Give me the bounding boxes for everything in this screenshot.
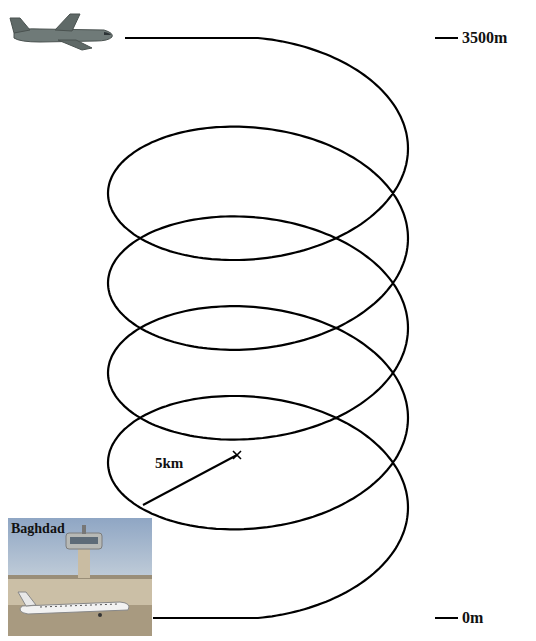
altitude-tick bbox=[435, 617, 458, 619]
spiral-flight-path bbox=[108, 38, 408, 618]
airport-picture bbox=[8, 518, 152, 636]
center-mark bbox=[233, 451, 241, 459]
altitude-label: 3500m bbox=[462, 30, 507, 46]
altitude-tick bbox=[435, 37, 458, 39]
radius-label: 5km bbox=[153, 456, 185, 471]
airport-name: Baghdad bbox=[11, 522, 65, 536]
radius-line bbox=[143, 455, 237, 505]
altitude-label: 0m bbox=[462, 610, 483, 626]
airplane-icon bbox=[10, 14, 112, 50]
